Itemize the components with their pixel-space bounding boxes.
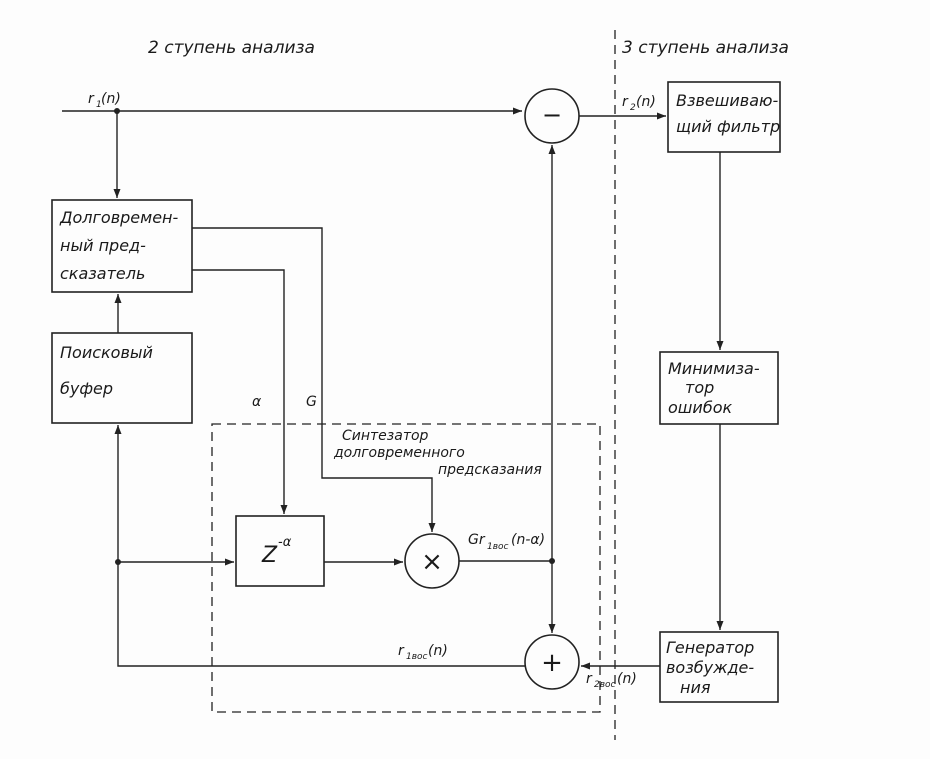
subtractor: − <box>524 88 580 144</box>
stage-3-caption: 3 ступень анализа <box>622 38 789 58</box>
svg-text:(n): (n) <box>636 94 656 110</box>
svg-text:r: r <box>88 91 95 107</box>
search-buffer-line-2: буфер <box>60 379 113 398</box>
svg-text:(n): (n) <box>617 671 637 687</box>
excitation-generator-line-2: возбужде- <box>666 658 754 677</box>
synthesizer-boundary <box>211 423 601 713</box>
ltp-line-1: Долговремен- <box>59 208 179 227</box>
search-buffer-block: Поисковый буфер <box>51 332 193 424</box>
error-minimizer-line-3: ошибок <box>668 398 732 417</box>
ltp-line-2: ный пред- <box>60 236 146 255</box>
svg-text:2: 2 <box>630 103 636 113</box>
error-minimizer-line-2: тор <box>685 378 714 397</box>
error-minimizer-line-1: Минимиза- <box>668 359 760 378</box>
excitation-generator-line-1: Генератор <box>666 638 754 657</box>
weighting-filter-line-1: Взвешиваю- <box>676 91 779 110</box>
excitation-generator-block: Генератор возбужде- ния <box>659 631 779 703</box>
delay-base: Z <box>261 543 278 568</box>
label-r2-rec: r 2вос (n) <box>586 671 637 690</box>
svg-text:1: 1 <box>96 100 102 110</box>
synth-label-line-1: Синтезатор <box>342 428 429 444</box>
add-sign: + <box>541 648 563 678</box>
long-term-predictor-block: Долговремен- ный пред- сказатель <box>51 199 193 293</box>
weighting-filter-line-2: щий фильтр <box>676 117 780 136</box>
label-r1: r 1 (n) <box>88 91 121 110</box>
svg-text:(n): (n) <box>428 643 448 659</box>
search-buffer-line-1: Поисковый <box>60 343 153 362</box>
synth-label-line-3: предсказания <box>438 462 542 478</box>
ltp-gain-line <box>192 227 436 532</box>
label-g-out: Gr 1вос (n-α) <box>468 532 545 552</box>
multiply-sign: × <box>421 547 443 577</box>
error-minimizer-block: Минимиза- тор ошибок <box>659 351 779 425</box>
adder: + <box>524 634 580 690</box>
svg-text:1вос: 1вос <box>406 652 428 662</box>
svg-text:r: r <box>586 671 593 687</box>
synth-label-line-2: долговременного <box>333 445 465 461</box>
svg-text:1вос: 1вос <box>487 542 509 552</box>
weighting-filter-block: Взвешиваю- щий фильтр <box>667 81 781 153</box>
svg-text:(n): (n) <box>101 91 121 107</box>
svg-text:(n-α): (n-α) <box>511 532 545 548</box>
stage-2-caption: 2 ступень анализа <box>148 38 315 58</box>
ltp-alpha-line <box>192 269 288 514</box>
delay-exponent: -α <box>278 535 292 550</box>
delay-block: Z -α <box>235 515 325 587</box>
multiplier: × <box>404 533 460 589</box>
label-r1-rec: r 1вос (n) <box>398 643 448 662</box>
svg-text:Gr: Gr <box>468 532 486 548</box>
subtract-sign: − <box>542 101 562 129</box>
svg-text:2вос: 2вос <box>594 680 616 690</box>
label-r2: r 2 (n) <box>622 94 656 113</box>
svg-text:r: r <box>398 643 405 659</box>
svg-text:r: r <box>622 94 629 110</box>
label-alpha: α <box>252 394 262 410</box>
ltp-line-3: сказатель <box>60 264 145 283</box>
label-gain: G <box>306 394 317 410</box>
adder-feedback <box>114 425 525 667</box>
excitation-generator-line-3: ния <box>680 678 711 697</box>
